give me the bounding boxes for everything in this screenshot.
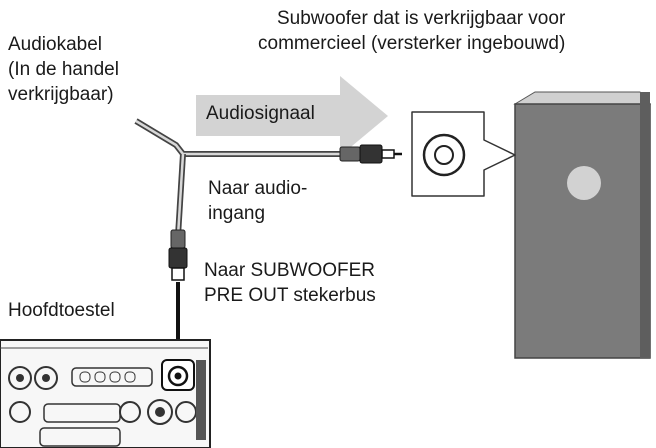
rca-plug-down-icon xyxy=(168,229,188,281)
audio-input-label-line1: Naar audio- xyxy=(208,178,308,199)
subwoofer-label: Subwoofer dat is verkrijgbaar voor commer… xyxy=(258,6,565,56)
preout-label-line2: PRE OUT stekerbus xyxy=(204,285,376,306)
rca-plug-icon xyxy=(339,144,402,164)
audio-cable-label-line3: verkrijgbaar) xyxy=(8,84,114,105)
audio-cable-label: Audiokabel (In de handel verkrijgbaar) xyxy=(8,32,119,107)
main-unit-label: Hoofdtoestel xyxy=(8,298,115,323)
subwoofer xyxy=(513,91,652,359)
audio-cable xyxy=(134,118,352,237)
audio-input-callout xyxy=(411,111,516,197)
audio-input-label-line2: ingang xyxy=(208,203,266,224)
audio-cable-label-line2: (In de handel xyxy=(8,59,119,80)
main-unit-label-text: Hoofdtoestel xyxy=(8,300,115,321)
audio-input-label: Naar audio-ingang xyxy=(208,176,307,226)
audio-cable-label-line1: Audiokabel xyxy=(8,34,103,55)
audio-signal-label: Audiosignaal xyxy=(206,101,315,126)
subwoofer-cone xyxy=(567,166,601,200)
preout-label-line1: Naar SUBWOOFER xyxy=(204,260,376,281)
audio-signal-label-text: Audiosignaal xyxy=(206,103,315,124)
subwoofer-label-line2: commercieel (versterker ingebouwd) xyxy=(258,33,566,54)
preout-label: Naar SUBWOOFER PRE OUT stekerbus xyxy=(204,258,376,308)
audio-signal-arrow xyxy=(196,76,388,156)
rca-jack-icon xyxy=(422,133,466,177)
main-unit-panel xyxy=(0,339,211,448)
subwoofer-label-line1: Subwoofer dat is verkrijgbaar voor xyxy=(276,8,566,29)
